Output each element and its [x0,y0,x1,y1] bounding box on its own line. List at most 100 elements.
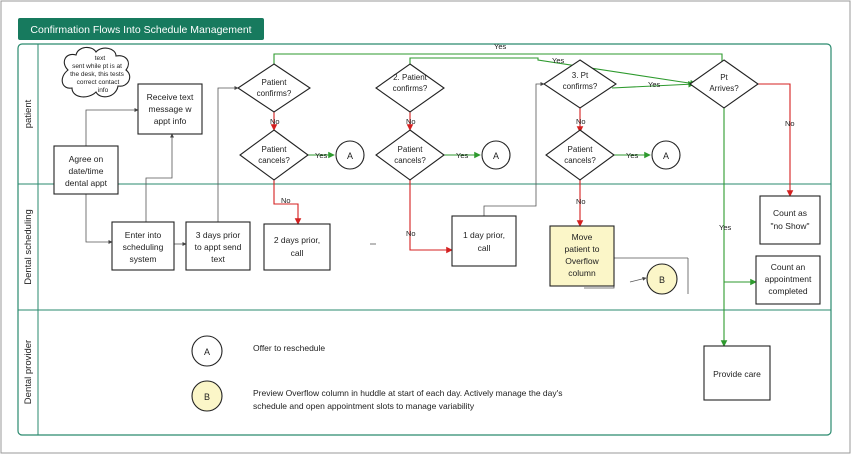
label-yes-arrives: Yes [719,223,731,232]
edge-cancel2-no [409,180,453,254]
edge-1day-to-confirm3 [483,82,545,216]
diamond-confirm1-line-2: confirms? [257,89,292,98]
label-no-arrives: No [785,119,795,128]
box-overflow-line-1: Move [572,232,593,242]
note-cloud [61,46,131,98]
legend-b-label: B [204,392,210,402]
label-no-confirm2: No [406,117,416,126]
box-overflow-line-3: Overflow [565,256,599,266]
edge-confirm2-yes [409,57,697,87]
legend-connector-b [191,380,223,412]
box-1day-line-2: call [478,243,491,253]
legend-a-label: A [204,347,210,357]
box-agree-line-1: Agree on [69,154,104,164]
diamond-confirm3-line-1: 3. Pt [572,71,589,80]
box-agree-line-2: date/time [69,166,104,176]
diamond-cancel3-line-1: Patient [568,145,594,154]
box-agree-appt [53,145,119,195]
connector-a-1-label: A [347,151,353,161]
connector-a-3-label: A [663,151,669,161]
connector-b-label: B [659,275,665,285]
box-3days-text [185,221,251,271]
legend-a-text: Offer to reschedule [253,343,325,353]
box-care-line-1: Provide care [713,369,761,379]
diamond-patient-cancels-2 [375,129,445,181]
label-no-confirm3: No [576,117,586,126]
box-receive-line-1: Receive text [147,92,194,102]
box-enter-line-1: Enter into [125,230,162,240]
connector-a-2-label: A [493,151,499,161]
edge-confirm3-yes [611,80,695,89]
swimlane-container [17,43,832,436]
box-noshow-line-2: "no Show" [770,221,809,231]
box-enter-scheduling [111,221,175,271]
box-completed-line-2: appointment [765,274,812,284]
lane-label-provider: Dental provider [23,340,34,404]
diamond-patient-confirms-1 [237,63,311,113]
box-2days-line-2: call [291,248,304,258]
legend-b-text-1: Preview Overflow column in huddle at sta… [253,388,563,398]
diamond-pt-confirms-3 [543,59,617,109]
label-no-cancel1: No [281,196,291,205]
box-2days-call [263,223,331,271]
title-bar [18,18,264,40]
cloud-text-4: correct contact [77,79,120,86]
edge-agree-to-receive [85,108,139,146]
lane-label-patient: patient [23,99,34,128]
box-provide-care [703,345,771,401]
box-3days-line-1: 3 days prior [196,230,241,240]
diamond-cancel1-line-1: Patient [262,145,288,154]
box-3days-line-2: to appt send [195,242,242,252]
cloud-text-3: the desk, this tests [70,71,125,78]
label-yes-confirm3: Yes [648,80,660,89]
cloud-text-1: text [95,55,106,62]
diamond-cancel2-line-2: cancels? [394,156,426,165]
connector-a-1 [335,140,365,170]
cloud-text-5: info [98,87,109,94]
box-completed-line-3: completed [768,286,807,296]
box-enter-line-2: scheduling [123,242,164,252]
edge-3days-to-confirm1 [217,86,239,222]
label-yes-cancel2: Yes [456,151,468,160]
edge-cancel1-no [273,180,302,225]
edge-enter-to-receive [145,133,174,222]
connector-a-3 [651,140,681,170]
legend-b-text-2: schedule and open appointment slots to m… [253,401,475,411]
diamond-cancel2-line-1: Patient [398,145,424,154]
diamond-patient-cancels-3 [545,129,615,181]
box-count-completed [755,255,821,305]
box-count-no-show [759,195,821,245]
box-1day-line-1: 1 day prior, [463,230,505,240]
box-move-overflow [549,225,615,287]
legend-connector-a [191,335,223,367]
diamond-arrives-line-2: Arrives? [709,84,739,93]
diamond-pt-arrives [689,59,759,109]
box-1day-call [451,215,517,267]
label-yes-cancel3: Yes [626,151,638,160]
box-receive-line-3: appt info [154,116,187,126]
box-3days-line-3: text [211,254,225,264]
diamond-arrives-line-1: Pt [720,73,728,82]
diamond-cancel1-line-2: cancels? [258,156,290,165]
box-receive-text [137,83,203,135]
box-overflow-line-2: patient to [565,244,600,254]
box-2days-line-1: 2 days prior, [274,235,320,245]
cloud-text-2: sent while pt is at [72,63,122,70]
box-receive-line-2: message w [149,104,193,114]
edge-to-connector-b [629,276,647,283]
label-yes-cancel1: Yes [315,151,327,160]
label-no-confirm1: No [270,117,280,126]
edge-agree-to-enter [85,194,113,244]
box-enter-line-3: system [130,254,157,264]
label-no-cancel2: No [406,229,416,238]
edge-arrives-no [756,83,794,197]
diamond-patient-confirms-2 [375,63,445,113]
diagram-title: Confirmation Flows Into Schedule Managem… [30,24,251,36]
diamond-confirm1-line-1: Patient [262,78,288,87]
label-no-cancel3: No [576,197,586,206]
lane-label-scheduling: Dental scheduling [23,209,34,285]
diamond-confirm2-line-1: 2. Patient [393,73,428,82]
connector-a-2 [481,140,511,170]
label-yes-confirm2: Yes [552,56,564,65]
